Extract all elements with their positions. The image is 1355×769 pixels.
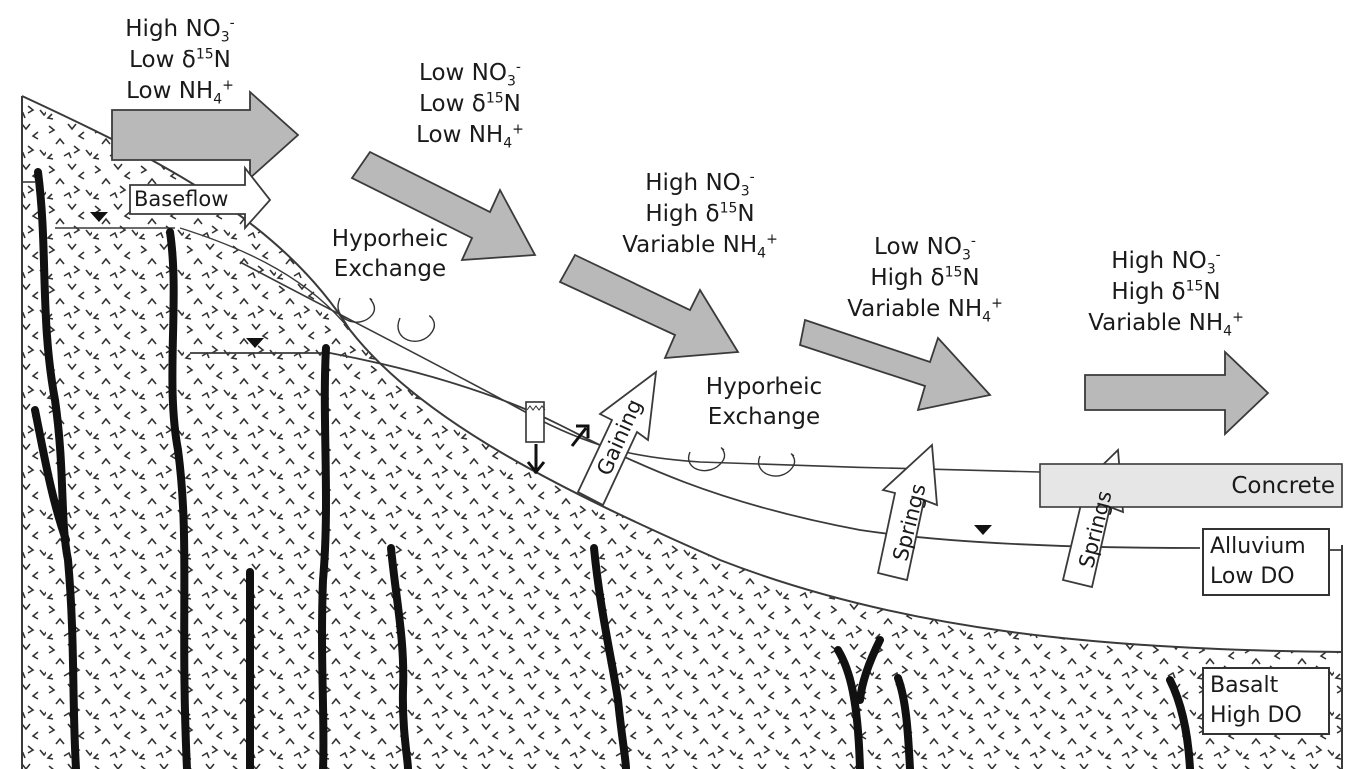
basalt-dikes (31, 168, 1194, 769)
nh4-sup: + (1232, 309, 1244, 326)
nh4-text: Low NH (126, 78, 214, 104)
no3-sub: 3 (740, 183, 750, 200)
d15n-sup: 15 (485, 90, 504, 107)
alluvium-line2: Low DO (1210, 564, 1295, 589)
flow-arrow-2 (350, 150, 537, 262)
d15n-sup: 15 (195, 46, 214, 63)
flow-arrow-4 (798, 318, 992, 412)
water-table-marker-1 (90, 212, 108, 222)
hyporheic-line2: Exchange (707, 404, 821, 430)
no3-sub: 3 (1206, 261, 1216, 278)
well-down-arrow (526, 444, 546, 475)
no3-sub: 3 (961, 247, 971, 264)
nh4-sup: + (991, 295, 1003, 312)
water-table-2 (190, 352, 1201, 549)
chem-label-2: Low NO3- Low δ15N Low NH4+ (400, 58, 540, 151)
d15n-tail: N (503, 91, 521, 117)
concrete-label: Concrete (1231, 473, 1335, 499)
d15n-text: High δ (1111, 279, 1186, 305)
springs-arrow-1 (876, 443, 939, 582)
dike-6 (590, 544, 630, 769)
chem-label-3: High NO3- High δ15N Variable NH4+ (600, 168, 800, 261)
dike-7-branch (856, 636, 884, 704)
d15n-tail: N (1203, 279, 1221, 305)
chem-label-5: High NO3- High δ15N Variable NH4+ (1066, 246, 1266, 339)
no3-sub: 3 (220, 29, 230, 46)
basalt-line1: Basalt (1210, 673, 1279, 698)
d15n-tail: N (962, 265, 980, 291)
nh4-sup: + (512, 121, 524, 138)
concrete-slab (1039, 463, 1343, 508)
chem-label-1: High NO3- Low δ15N Low NH4+ (110, 14, 250, 107)
flow-arrows (111, 89, 1270, 437)
well-screen (526, 405, 546, 411)
no3-sup: - (515, 59, 521, 76)
hyporheic-label-1: Hyporheic Exchange (320, 224, 460, 284)
hyporheic-line1: Hyporheic (331, 226, 449, 252)
d15n-text: Low δ (419, 91, 486, 117)
baseflow-label: Baseflow (134, 187, 229, 211)
alluvium-label-box: Alluvium Low DO (1202, 528, 1330, 596)
no3-sup: - (229, 15, 235, 32)
nh4-text: Variable NH (847, 296, 983, 322)
nh4-sub: 4 (213, 91, 223, 108)
no3-sub: 3 (506, 73, 516, 90)
baseflow-arrow (129, 165, 272, 231)
dike-2 (166, 228, 191, 769)
nh4-sub: 4 (757, 245, 767, 262)
dike-4 (318, 344, 330, 769)
well-up-arrow (570, 424, 590, 447)
no3-text: Low NO (874, 234, 962, 260)
dike-1-branch (31, 406, 70, 544)
d15n-text: Low δ (129, 47, 196, 73)
hyporheic-label-2: Hyporheic Exchange (694, 372, 834, 432)
no3-sup: - (1215, 247, 1221, 264)
nh4-sup: + (766, 231, 778, 248)
d15n-text: High δ (645, 201, 720, 227)
no3-text: High NO (1111, 248, 1207, 274)
dike-1 (34, 168, 80, 769)
basalt-body (22, 96, 1342, 769)
nh4-text: Variable NH (1088, 310, 1224, 336)
d15n-sup: 15 (719, 200, 738, 217)
alluvium-line1: Alluvium (1210, 534, 1306, 559)
hyporheic-line1: Hyporheic (705, 374, 823, 400)
no3-text: Low NO (419, 60, 507, 86)
dike-7 (834, 646, 864, 769)
flow-arrow-5 (1084, 349, 1270, 437)
nh4-sub: 4 (503, 135, 513, 152)
flow-arrow-3 (558, 253, 740, 360)
dike-8 (894, 674, 914, 769)
no3-sup: - (749, 169, 755, 186)
water-table-marker-3 (974, 525, 992, 535)
d15n-sup: 15 (944, 264, 963, 281)
d15n-text: High δ (870, 265, 945, 291)
nh4-sub: 4 (1223, 323, 1233, 340)
basalt-label-box: Basalt High DO (1202, 667, 1330, 735)
nh4-sub: 4 (982, 309, 992, 326)
alluvium-upper-line (179, 227, 351, 331)
d15n-tail: N (213, 47, 231, 73)
d15n-tail: N (737, 201, 755, 227)
d15n-sup: 15 (1185, 278, 1204, 295)
nh4-sup: + (222, 77, 234, 94)
water-table-marker-2 (246, 338, 264, 348)
flow-arrow-1 (111, 89, 300, 181)
basalt-line2: High DO (1210, 703, 1302, 728)
hyporheic-swirls (337, 297, 796, 477)
dike-5 (387, 544, 412, 769)
no3-text: High NO (125, 16, 221, 42)
no3-text: High NO (645, 170, 741, 196)
chem-label-4: Low NO3- High δ15N Variable NH4+ (825, 232, 1025, 325)
nh4-text: Low NH (416, 122, 504, 148)
gaining-arrow (576, 370, 658, 507)
no3-sup: - (970, 233, 976, 250)
well (525, 401, 545, 443)
dike-9 (1166, 676, 1194, 769)
nh4-text: Variable NH (622, 232, 758, 258)
hyporheic-line2: Exchange (333, 256, 447, 282)
